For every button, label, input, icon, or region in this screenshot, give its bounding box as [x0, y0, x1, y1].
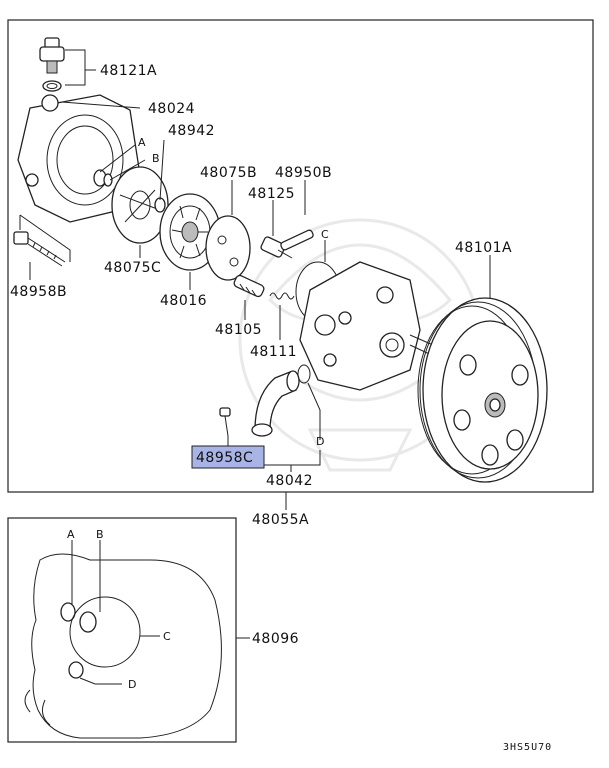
label-48942: 48942: [168, 123, 215, 139]
plug-part-48125: [260, 236, 293, 259]
label-48024: 48024: [148, 101, 195, 117]
gasket-c-lower: [69, 596, 141, 668]
seal-d-lower: [68, 661, 84, 679]
callout-d-lower: D: [128, 678, 136, 691]
suction-pipe-part-48042: [251, 370, 300, 437]
label-48105: 48105: [215, 322, 262, 338]
side-plate-part-48075B: [205, 215, 251, 281]
label-48958B: 48958B: [10, 284, 67, 300]
pin-part-48950B: [280, 229, 314, 251]
label-48101A: 48101A: [455, 240, 512, 256]
seal-a-lower: [60, 602, 76, 622]
callout-c-lower: C: [163, 630, 171, 643]
label-48958C: 48958C: [196, 450, 253, 466]
seal-b-lower: [79, 611, 97, 633]
label-48950B: 48950B: [275, 165, 332, 181]
assembly-frame-upper: [7, 19, 594, 493]
assembly-frame-lower: [7, 517, 237, 743]
spring-part-48111: [269, 292, 295, 300]
o-ring-d: [297, 364, 311, 384]
label-48016: 48016: [160, 293, 207, 309]
valve-part-48121A: [39, 37, 65, 92]
o-ring-b: [103, 173, 113, 187]
pin-part-48942: [154, 197, 166, 213]
cam-ring-part-48016: [159, 193, 221, 271]
callout-c-upper: C: [321, 228, 329, 241]
label-48121A: 48121A: [100, 63, 157, 79]
label-48075C: 48075C: [104, 260, 161, 276]
bolt-part-48958C: [219, 407, 231, 437]
callout-a-lower: A: [67, 528, 75, 541]
callout-b-lower: B: [96, 528, 104, 541]
label-48075B: 48075B: [200, 165, 257, 181]
bolt-part-48958B: [13, 231, 66, 267]
callout-a-upper: A: [138, 136, 146, 149]
pump-body: [299, 261, 441, 391]
highlight-48958C: [191, 445, 265, 469]
callout-b-upper: B: [152, 152, 160, 165]
label-48111: 48111: [250, 344, 297, 360]
side-plate-part-48075C: [111, 166, 169, 244]
label-48055A: 48055A: [252, 512, 309, 528]
leader-lines-lower: [71, 540, 250, 685]
callout-d-upper: D: [316, 435, 324, 448]
label-48042: 48042: [266, 473, 313, 489]
pulley-part-48101A: [417, 297, 548, 483]
gasket-kit-outline: [24, 553, 222, 739]
leader-lines: [19, 49, 491, 510]
diagram-code: 3HS5U70: [503, 742, 552, 753]
flow-valve-part-48105: [233, 274, 265, 298]
label-48096: 48096: [252, 631, 299, 647]
label-48125: 48125: [248, 186, 295, 202]
